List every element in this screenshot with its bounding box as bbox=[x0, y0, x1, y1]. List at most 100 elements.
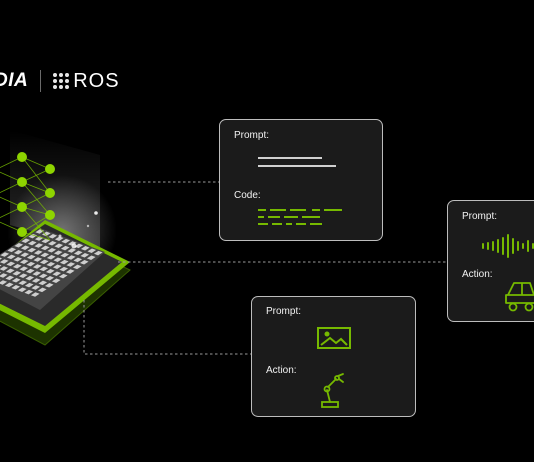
die-cell bbox=[39, 266, 49, 272]
ros-logo: ROS bbox=[53, 70, 119, 93]
die-cell bbox=[12, 264, 22, 269]
die-cell bbox=[54, 243, 64, 248]
die-cell bbox=[17, 287, 27, 292]
die-cell bbox=[39, 259, 49, 265]
die-cell bbox=[44, 283, 54, 288]
die-cell bbox=[27, 247, 37, 253]
die-cell bbox=[47, 248, 57, 253]
prompt-audio-action-card: Prompt: Action: bbox=[447, 200, 534, 322]
die-cell bbox=[0, 279, 1, 280]
die-cell bbox=[73, 257, 83, 263]
die-cell bbox=[12, 271, 22, 276]
prompt-code-card: Prompt: Code: bbox=[219, 119, 383, 241]
die-cell bbox=[0, 264, 2, 267]
action-label: Action: bbox=[266, 365, 297, 376]
die-cell bbox=[18, 273, 28, 278]
die-cell bbox=[11, 278, 21, 283]
die-cell bbox=[59, 266, 69, 272]
die-cell bbox=[34, 243, 44, 248]
die-cell bbox=[21, 238, 31, 243]
die-cell bbox=[53, 250, 63, 255]
prompt-label: Prompt: bbox=[266, 306, 302, 317]
die-cell bbox=[61, 238, 71, 244]
die-cell bbox=[4, 282, 14, 288]
die-cell bbox=[87, 248, 97, 253]
die-cell bbox=[18, 280, 28, 285]
prompt-image-action-card: Prompt: Action: bbox=[251, 296, 416, 417]
die-cell bbox=[0, 273, 8, 278]
die-cell bbox=[47, 241, 57, 246]
die-cell bbox=[6, 261, 16, 267]
sparkles bbox=[58, 211, 98, 249]
die-cell bbox=[19, 259, 29, 264]
die-cell bbox=[19, 266, 29, 271]
die-cell bbox=[66, 255, 76, 260]
die-cell bbox=[60, 252, 70, 258]
die-cell bbox=[79, 260, 89, 265]
die-cell bbox=[65, 269, 75, 274]
brand-logo: DIA ROS bbox=[0, 68, 120, 94]
neural-network-links bbox=[0, 156, 51, 241]
die-cell bbox=[0, 272, 2, 274]
die-cell bbox=[30, 292, 40, 297]
code-lines-icon bbox=[258, 209, 342, 225]
audio-waveform-icon bbox=[482, 234, 534, 258]
die-cell bbox=[45, 276, 55, 281]
die-cell bbox=[0, 259, 9, 264]
die-cell bbox=[46, 262, 56, 267]
image-icon bbox=[317, 327, 351, 349]
company-wordmark: DIA bbox=[0, 70, 29, 91]
ros-wordmark: ROS bbox=[73, 69, 120, 92]
die-cell bbox=[45, 269, 55, 274]
die-cell bbox=[26, 254, 36, 260]
brand-divider bbox=[40, 70, 42, 92]
die-cell bbox=[52, 271, 62, 276]
die-cell bbox=[59, 259, 69, 265]
die-cell bbox=[33, 257, 43, 262]
die-cell bbox=[25, 275, 35, 281]
die-cell bbox=[38, 273, 48, 279]
die-cell bbox=[67, 241, 77, 246]
die-cell bbox=[0, 266, 9, 271]
die-cell bbox=[40, 252, 50, 258]
die-cell bbox=[27, 240, 37, 246]
die-cell bbox=[14, 243, 24, 248]
die-cell bbox=[73, 250, 83, 256]
prompt-label: Prompt: bbox=[462, 211, 498, 222]
connector-lines bbox=[83, 181, 447, 355]
die-cell bbox=[7, 247, 17, 253]
robot-arm-icon bbox=[321, 373, 344, 408]
die-cell bbox=[80, 246, 90, 251]
die-cell bbox=[13, 257, 23, 262]
die-cell bbox=[48, 234, 58, 239]
die-cell bbox=[26, 261, 36, 267]
neural-network-nodes bbox=[17, 152, 55, 237]
die-cell bbox=[40, 245, 50, 251]
die-cell bbox=[72, 264, 82, 270]
die-cell bbox=[41, 231, 51, 237]
die-cell bbox=[20, 252, 30, 257]
robot-vehicle-icon bbox=[505, 282, 534, 312]
die-cell bbox=[51, 278, 61, 283]
die-cell bbox=[28, 233, 38, 239]
die-cell bbox=[53, 257, 63, 262]
die-cell bbox=[0, 257, 3, 260]
die-cell bbox=[32, 264, 42, 269]
die-cell bbox=[58, 273, 68, 279]
text-lines-icon bbox=[258, 157, 336, 167]
die-cell bbox=[67, 248, 77, 253]
action-label: Action: bbox=[462, 269, 493, 280]
die-cell bbox=[11, 285, 21, 290]
die-cell bbox=[74, 243, 84, 249]
die-cell bbox=[37, 287, 47, 293]
die-cell bbox=[13, 250, 23, 255]
die-cell bbox=[25, 268, 35, 274]
die-cell bbox=[46, 255, 56, 260]
die-cell bbox=[24, 289, 34, 295]
die-cell bbox=[38, 280, 48, 286]
code-label: Code: bbox=[234, 190, 261, 201]
die-cell bbox=[31, 285, 41, 290]
die-cell bbox=[32, 271, 42, 276]
